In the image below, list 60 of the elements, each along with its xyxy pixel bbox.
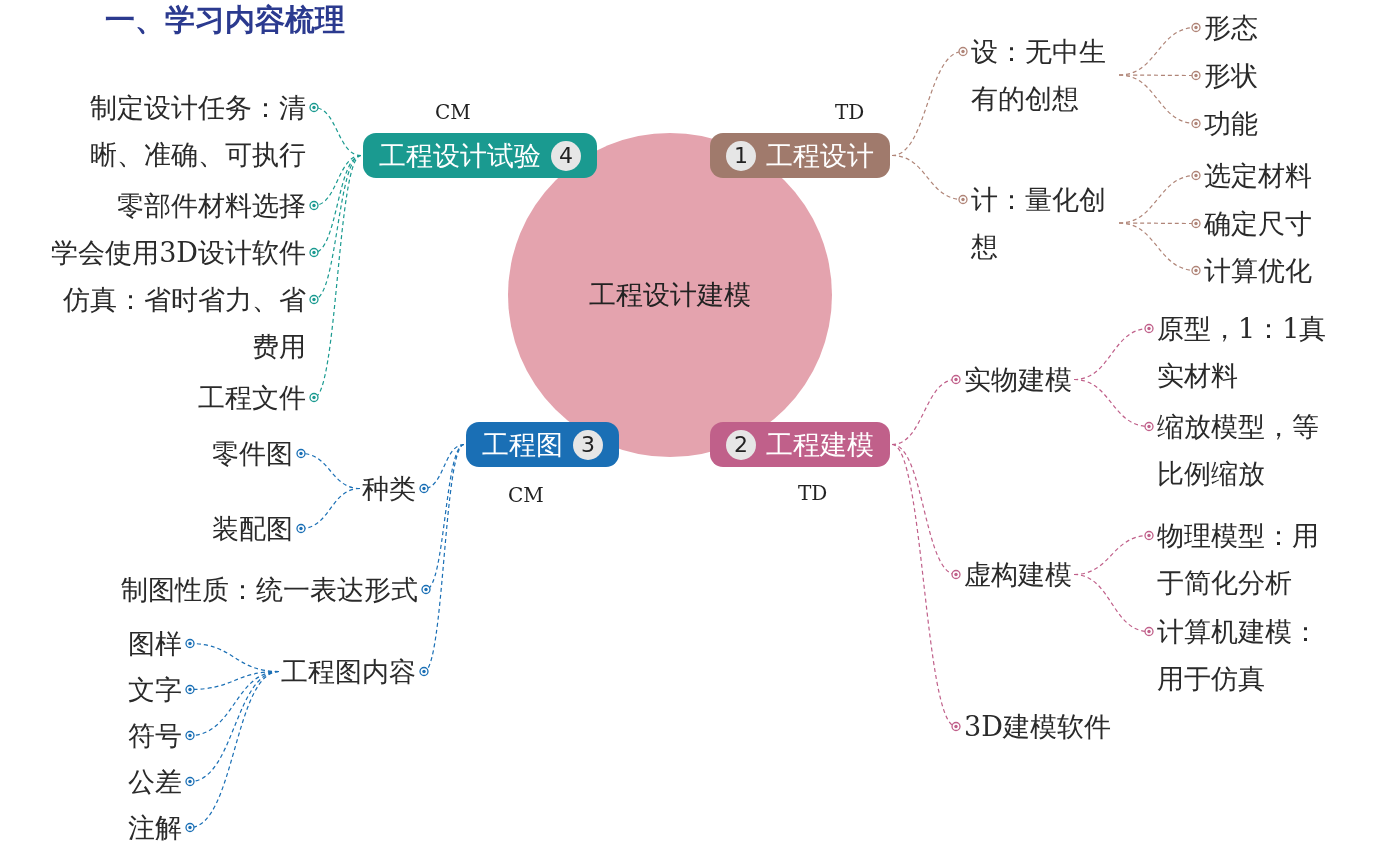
branch-title: 工程设计	[766, 138, 874, 173]
branch-title: 工程建模	[766, 427, 874, 462]
beside-label: CM	[435, 100, 471, 124]
topic-text: 实物建模	[950, 356, 1072, 403]
number-badge: 1	[726, 140, 756, 171]
topic-text: 设：无中生有的创想	[957, 28, 1117, 122]
branch-box	[710, 422, 890, 467]
topic-text: 学会使用3D设计软件	[51, 229, 320, 276]
topic-text: 装配图	[212, 505, 307, 552]
topic-text: 文字	[128, 666, 196, 713]
topic-text: 工程图内容	[281, 648, 430, 695]
dashed-connector	[296, 487, 361, 534]
topic-text: 计：量化创想	[957, 176, 1117, 270]
topic-text: 物理模型：用于简化分析	[1143, 512, 1337, 606]
topic-text: 确定尺寸	[1190, 200, 1312, 247]
number-badge: 3	[573, 429, 603, 460]
topic-text: 选定材料	[1190, 152, 1312, 199]
topic-text: 符号	[128, 712, 196, 759]
dashed-connector	[1118, 222, 1201, 276]
dashed-connector	[1118, 74, 1201, 129]
topic-text: 公差	[128, 758, 196, 805]
number-badge: 4	[551, 140, 581, 171]
beside-label: CM	[508, 483, 544, 507]
topic-text: 形状	[1190, 52, 1258, 99]
dashed-connector	[185, 670, 280, 833]
topic-text: 虚构建模	[950, 551, 1072, 598]
number-badge: 2	[726, 429, 756, 460]
branch-title: 工程设计试验	[379, 138, 541, 173]
topic-text: 零部件材料选择	[117, 182, 320, 229]
topic-text: 注解	[128, 804, 196, 851]
beside-label: TD	[798, 481, 828, 505]
topic-text: 制图性质：统一表达形式	[121, 566, 432, 613]
beside-label: TD	[835, 100, 865, 124]
topic-text: 工程文件	[198, 374, 320, 421]
dashed-connector	[1073, 573, 1154, 637]
topic-text: 缩放模型，等比例缩放	[1143, 403, 1337, 497]
branch-box	[710, 133, 890, 178]
dashed-connector	[309, 154, 362, 305]
dashed-connector	[419, 443, 465, 677]
topic-text: 仿真：省时省力、省费用	[50, 276, 320, 370]
topic-text: 原型，1：1真实材料	[1143, 305, 1337, 399]
title: 一、学习内容梳理	[105, 1, 345, 39]
topic-text: 3D建模软件	[950, 703, 1111, 750]
branch-box	[466, 422, 619, 467]
topic-text: 图样	[128, 620, 196, 667]
dashed-connector	[419, 443, 465, 494]
topic-text: 工程设计建模	[589, 278, 751, 312]
topic-text: 功能	[1190, 100, 1258, 147]
branch-title: 工程图	[482, 427, 563, 462]
topic-text: 形态	[1190, 4, 1258, 51]
topic-text: 零件图	[212, 430, 307, 477]
topic-text: 计算优化	[1190, 247, 1312, 294]
dashed-connector	[891, 443, 961, 732]
dashed-connector	[1073, 378, 1154, 432]
topic-text: 制定设计任务：清晰、准确、可执行	[74, 84, 320, 178]
dashed-connector	[309, 154, 362, 403]
topic-text: 种类	[362, 465, 430, 512]
topic-text: 计算机建模：用于仿真	[1143, 608, 1337, 702]
dashed-connector	[891, 154, 968, 205]
branch-box	[363, 133, 597, 178]
